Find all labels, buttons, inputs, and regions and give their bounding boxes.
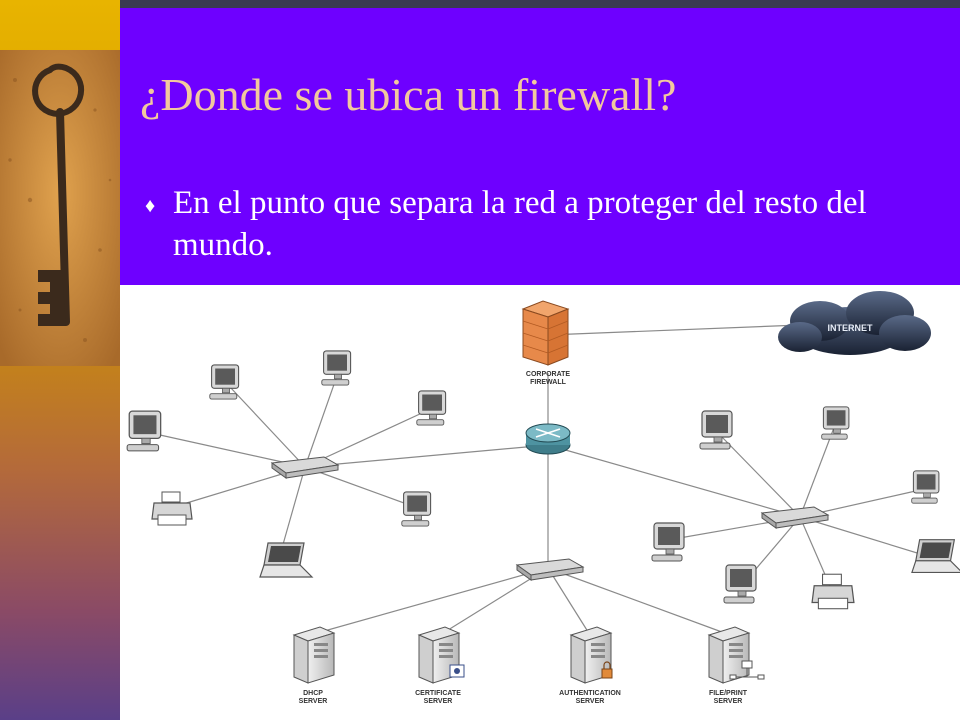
workstation-4 [126, 410, 162, 452]
printer-left [151, 491, 193, 526]
workstation-9 [651, 522, 685, 562]
server-tower-icon [293, 626, 335, 684]
server-label-line1: AUTHENTICATION [559, 690, 621, 697]
key-image [0, 50, 120, 366]
server-label-line2: SERVER [576, 698, 605, 705]
workstation-3 [416, 390, 447, 426]
printer-right [811, 573, 855, 610]
internet-label: INTERNET [828, 323, 874, 333]
workstation-6 [699, 410, 733, 450]
server-label-line2: SERVER [714, 698, 743, 705]
lock-icon [601, 661, 613, 679]
laptop-left [259, 542, 313, 578]
workstation-8 [911, 470, 940, 504]
router-arrows-icon [535, 428, 561, 438]
internet-cloud: INTERNET [778, 291, 931, 355]
switch-right [761, 506, 829, 529]
server-label-line1: DHCP [303, 690, 323, 697]
workstation-1 [321, 350, 352, 386]
router-node [525, 423, 571, 455]
dhcp-server-node: DHCP SERVER [293, 626, 335, 705]
server-label-line2: SERVER [424, 698, 453, 705]
network-share-icon [729, 660, 765, 680]
workstation-10 [723, 564, 757, 604]
firewall-label-line2: FIREWALL [530, 379, 566, 386]
laptop-right [911, 539, 960, 574]
slide-title: ¿Donde se ubica un firewall? [140, 69, 677, 120]
cloud-icon [778, 291, 931, 355]
server-label-line2: SERVER [299, 698, 328, 705]
firewall-label-line1: CORPORATE [526, 371, 571, 378]
server-tower-icon [708, 626, 750, 684]
bullet-text: En el punto que separa la red a proteger… [173, 185, 867, 263]
workstation-5 [401, 491, 432, 527]
certificate-icon [449, 664, 465, 678]
firewall-icon [521, 300, 570, 366]
workstation-2 [209, 364, 240, 400]
diamond-icon: ♦ [145, 195, 156, 217]
header-top-border [120, 0, 960, 8]
server-label-line1: FILE/PRINT [709, 690, 748, 697]
network-diagram: CORPORATE FIREWALL INTERNET [126, 291, 960, 705]
workstation-7 [821, 406, 850, 440]
slide-header [120, 0, 960, 285]
certificate-server-node: CERTIFICATE SERVER [415, 626, 465, 705]
file-print-server-node: FILE/PRINT SERVER [708, 626, 765, 705]
firewall-node: CORPORATE FIREWALL [521, 300, 571, 386]
server-label-line1: CERTIFICATE [415, 690, 461, 697]
authentication-server-node: AUTHENTICATION SERVER [559, 626, 621, 705]
